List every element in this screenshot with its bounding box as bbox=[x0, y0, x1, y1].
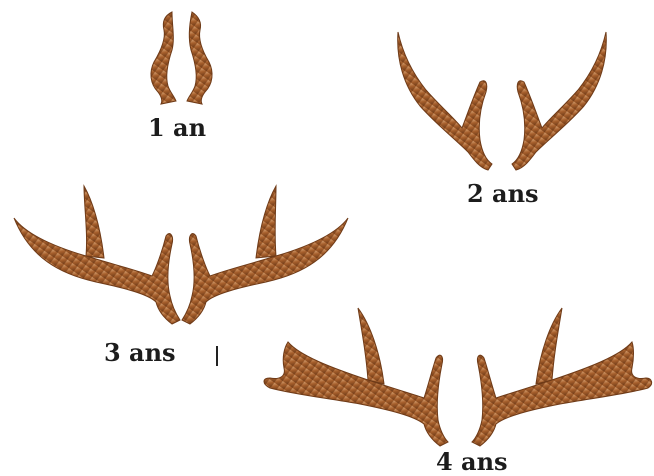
antler-right-1-year bbox=[187, 12, 212, 104]
antler-pair-2-years bbox=[398, 32, 607, 170]
stage-label-2-years: 2 ans bbox=[467, 182, 539, 206]
antler-left-1-year bbox=[151, 12, 176, 104]
antler-pair-1-year bbox=[151, 12, 212, 104]
stage-label-1-year: 1 an bbox=[148, 116, 206, 140]
stage-label-3-years: 3 ans bbox=[104, 341, 176, 365]
antler-left-4-years bbox=[264, 308, 448, 446]
antler-right-3-years bbox=[182, 186, 348, 324]
antler-pair-3-years bbox=[14, 186, 348, 324]
antler-right-2-years bbox=[512, 32, 606, 170]
antler-left-3-years bbox=[14, 186, 180, 324]
antler-right-4-years bbox=[472, 308, 652, 446]
antler-left-2-years bbox=[398, 32, 492, 170]
tick-mark bbox=[216, 346, 218, 366]
antler-pair-4-years bbox=[264, 308, 652, 446]
stage-label-4-years: 4 ans bbox=[436, 450, 508, 474]
